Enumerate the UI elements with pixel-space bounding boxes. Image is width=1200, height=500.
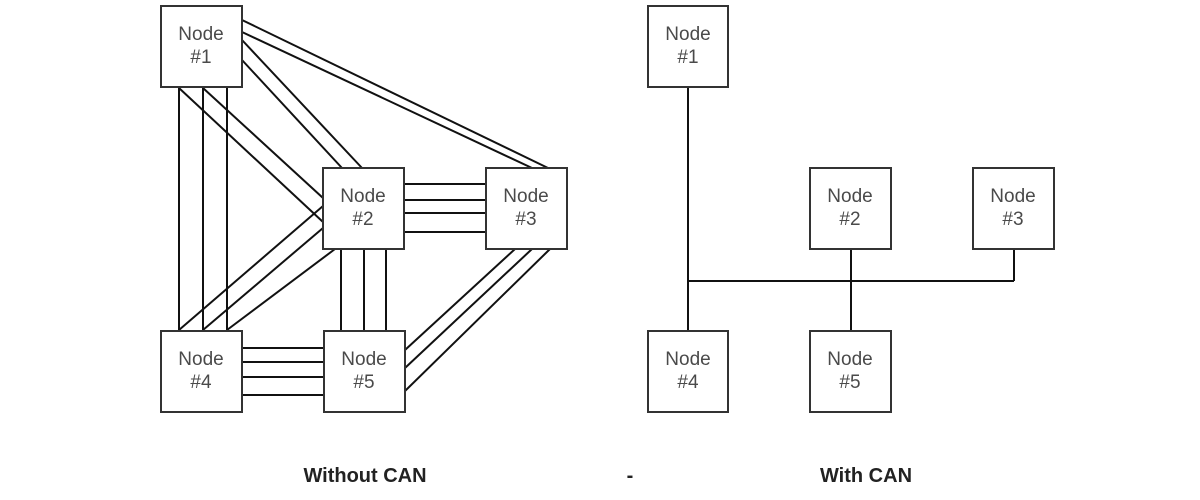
wire-3-5: [404, 248, 533, 369]
caption-with-can: With CAN: [820, 465, 912, 487]
node-number: #5: [353, 372, 374, 393]
wire-2-4: [178, 205, 324, 331]
without-can-wiring: [178, 19, 551, 396]
wire-1-2: [178, 87, 324, 223]
wire-1-3: [241, 31, 533, 169]
node-label: Node: [503, 186, 548, 207]
caption-without-can: Without CAN: [303, 465, 426, 487]
node-box: [647, 330, 729, 413]
caption-separator: -: [627, 465, 634, 487]
node-5-right: Node #5: [809, 330, 892, 413]
wire-1-2: [202, 87, 324, 199]
node-4-right: Node #4: [647, 330, 729, 413]
node-number: #2: [839, 209, 860, 230]
node-3-left: Node #3: [485, 167, 568, 250]
wire-1-3: [241, 19, 549, 169]
node-box: [160, 330, 243, 413]
node-label: Node: [665, 24, 710, 45]
node-box: [809, 330, 892, 413]
node-number: #3: [515, 209, 536, 230]
node-box: [322, 167, 405, 250]
wire-1-2: [241, 39, 363, 169]
node-number: #3: [1002, 209, 1023, 230]
node-3-right: Node #3: [972, 167, 1055, 250]
node-number: #4: [677, 372, 699, 393]
node-label: Node: [340, 186, 385, 207]
node-2-right: Node #2: [809, 167, 892, 250]
node-box: [809, 167, 892, 250]
node-1-right: Node #1: [647, 5, 729, 88]
node-4-left: Node #4: [160, 330, 243, 413]
node-label: Node: [827, 186, 872, 207]
node-number: #1: [190, 47, 211, 68]
node-number: #2: [352, 209, 373, 230]
node-5-left: Node #5: [323, 330, 406, 413]
node-number: #4: [190, 372, 212, 393]
node-2-left: Node #2: [322, 167, 405, 250]
wire-2-4: [202, 227, 324, 331]
with-can-bus: [687, 87, 1015, 331]
node-label: Node: [827, 349, 872, 370]
node-number: #1: [677, 47, 698, 68]
wire-3-5: [404, 248, 516, 351]
node-box: [647, 5, 729, 88]
node-label: Node: [990, 186, 1035, 207]
wire-2-4: [226, 248, 336, 331]
node-label: Node: [178, 349, 223, 370]
node-box: [323, 330, 406, 413]
node-box: [160, 5, 243, 88]
wire-1-2: [241, 59, 343, 169]
node-label: Node: [341, 349, 386, 370]
node-box: [485, 167, 568, 250]
node-1-left: Node #1: [160, 5, 243, 88]
node-label: Node: [178, 24, 223, 45]
node-number: #5: [839, 372, 860, 393]
wire-3-5: [404, 248, 551, 392]
node-box: [972, 167, 1055, 250]
node-label: Node: [665, 349, 710, 370]
